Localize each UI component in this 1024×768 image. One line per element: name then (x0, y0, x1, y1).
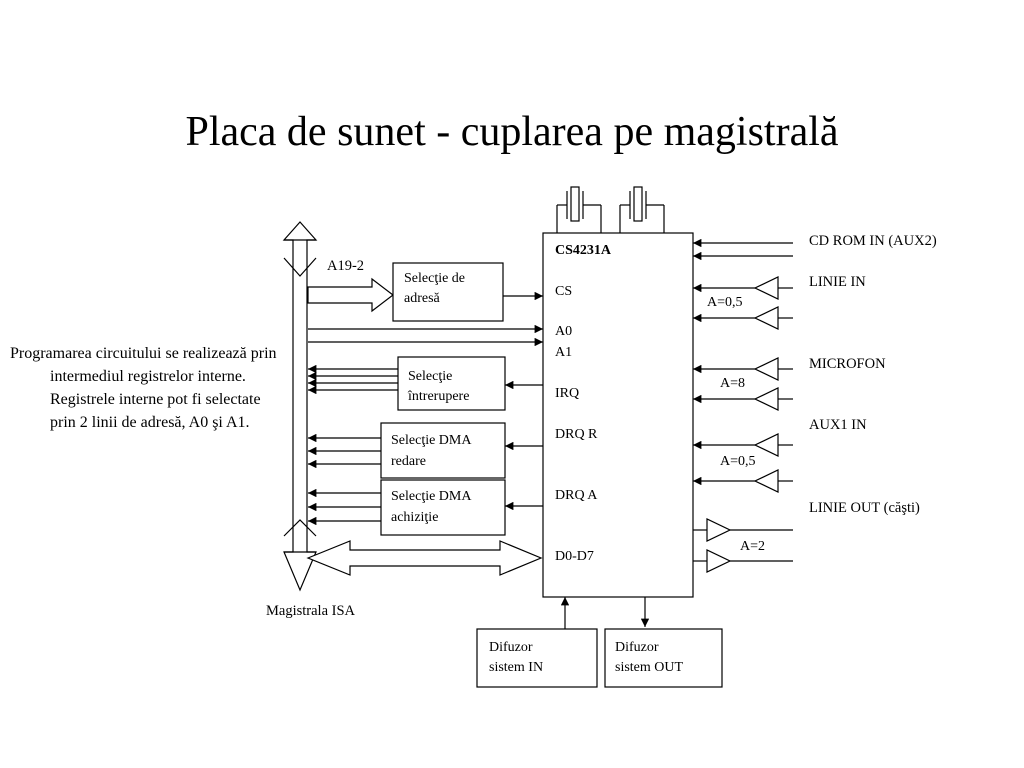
speaker-out-line1: Difuzor (615, 640, 659, 655)
address-lines-label: A19-2 (327, 258, 364, 274)
gain-out: A=2 (740, 539, 765, 554)
aux1-label: AUX1 IN (809, 417, 867, 433)
address-bus-arrow (307, 277, 394, 313)
gain-mic: A=8 (720, 376, 745, 391)
pin-cs: CS (555, 284, 572, 299)
pin-a0: A0 (555, 324, 572, 339)
gain-aux1: A=0,5 (720, 454, 756, 469)
line-in-amp-2 (753, 306, 779, 330)
page-title: Placa de sunet - cuplarea pe magistrală (185, 109, 839, 155)
description-note: Programarea circuitului se realizează pr… (10, 345, 277, 431)
isa-bus-arrow (282, 221, 318, 592)
chip-name: CS4231A (555, 243, 612, 258)
irq-block-line2: întrerupere (407, 389, 469, 404)
data-bus-arrow (306, 540, 543, 576)
gain-line-in: A=0,5 (707, 295, 743, 310)
dma-play-selection-block (380, 422, 506, 479)
address-block-line1: Selecţie de (404, 271, 465, 286)
crystal-left-icon (556, 186, 602, 233)
pin-drq-a: DRQ A (555, 488, 598, 503)
mic-amp-1 (753, 357, 779, 381)
cd-rom-label: CD ROM IN (AUX2) (809, 233, 937, 249)
cs4231a-chip (542, 232, 694, 598)
speaker-out-line2: sistem OUT (615, 660, 684, 675)
line-out-amp-1 (706, 518, 732, 542)
line-out-label: LINIE OUT (căşti) (809, 500, 920, 516)
mic-amp-2 (753, 387, 779, 411)
speaker-in-block (476, 628, 598, 688)
interrupt-selection-block (397, 356, 506, 411)
dma-rec-line2: achiziţie (391, 510, 438, 525)
isa-bus-label: Magistrala ISA (266, 603, 356, 619)
pin-drq-r: DRQ R (555, 427, 598, 442)
address-block-line2: adresă (404, 291, 441, 306)
line-out-amp-2 (706, 549, 732, 573)
dma-rec-selection-block (380, 479, 506, 536)
dma-play-line1: Selecţie DMA (391, 433, 472, 448)
dma-rec-line1: Selecţie DMA (391, 489, 472, 504)
pin-irq: IRQ (555, 386, 579, 401)
pin-d0-d7: D0-D7 (555, 549, 594, 564)
dma-play-line2: redare (391, 454, 426, 469)
speaker-out-block (604, 628, 723, 688)
aux1-amp-2 (753, 469, 779, 493)
mic-label: MICROFON (809, 356, 886, 372)
address-selection-block (392, 262, 504, 322)
irq-block-line1: Selecţie (408, 369, 452, 384)
aux1-amp-1 (753, 433, 779, 457)
speaker-in-line2: sistem IN (489, 660, 543, 675)
crystal-right-icon (619, 186, 665, 233)
speaker-in-line1: Difuzor (489, 640, 533, 655)
line-in-amp-1 (753, 276, 779, 300)
pin-a1: A1 (555, 345, 572, 360)
line-in-label: LINIE IN (809, 274, 866, 290)
